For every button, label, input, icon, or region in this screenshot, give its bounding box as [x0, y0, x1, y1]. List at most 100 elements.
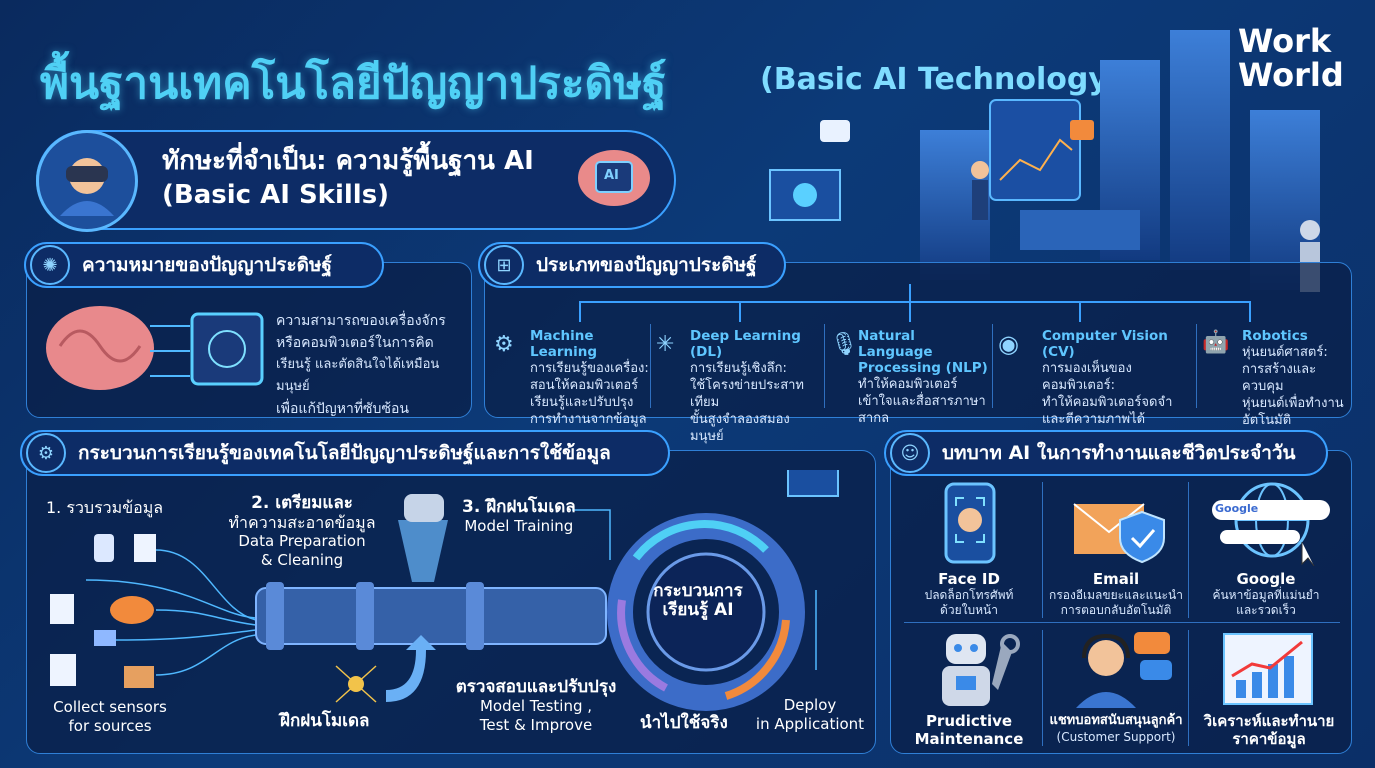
role-name: Email	[1092, 570, 1140, 588]
cycle-arrow-purple	[617, 599, 668, 692]
type-name: Deep Learning (DL)	[690, 328, 801, 360]
role-name: แชทบอทสนับสนุนลูกค้า	[1049, 713, 1183, 728]
step-1-english-line-1: Collect sensors	[53, 698, 167, 716]
cycle-arrow-cyan	[632, 520, 769, 561]
role-divider	[1042, 630, 1043, 746]
test-improve-label: ตรวจสอบและปรับปรุง Model Testing , Test …	[450, 678, 622, 735]
role-predictive-maintenance: Prudictive Maintenance	[904, 712, 1034, 748]
type-desc-line: ขั้นสูงจำลองสมองมนุษย์	[690, 412, 790, 444]
type-desc-line: เรียนรู้และปรับปรุง	[530, 395, 634, 410]
train-model-label: ฝึกฝนโมเดล	[280, 711, 370, 731]
brain-outline-icon: ✺	[30, 245, 70, 285]
monitor-screen	[989, 99, 1081, 201]
camera-icon	[94, 630, 116, 646]
type-desc-line: หุ่นยนต์ศาสตร์:	[1242, 345, 1328, 360]
roles-heading: บทบาท AI ในการทำงานและชีวิตประจำวัน	[942, 442, 1296, 464]
type-name: Natural Language Processing (NLP)	[858, 328, 988, 376]
role-desc-line: กรองอีเมลขยะและแนะนำ	[1049, 588, 1183, 602]
brain-circuit-illustration	[46, 306, 264, 390]
type-desc-line: อัตโนมัติ	[1242, 413, 1292, 428]
role-email: Email กรองอีเมลขยะและแนะนำ การตอบกลับอัต…	[1048, 570, 1184, 618]
role-desc-line: ค้นหาข้อมูลที่แม่นยำ	[1212, 588, 1320, 602]
type-desc-line: การสร้างและควบคุม	[1242, 362, 1317, 394]
meaning-line-4: เพื่อแก้ปัญหาที่ซับซ้อน	[276, 401, 409, 417]
database-icon	[94, 534, 114, 562]
step-2-line-1: 2. เตรียมและ	[251, 493, 353, 513]
type-desc-line: ทำให้คอมพิวเตอร์	[858, 377, 958, 392]
meaning-line-2: หรือคอมพิวเตอร์ในการคิด	[276, 335, 434, 351]
cycle-center-label: กระบวนการ เรียนรู้ AI	[638, 582, 758, 620]
role-google: Google ค้นหาข้อมูลที่แม่นยำ และรวดเร็ว	[1196, 570, 1336, 618]
building-2	[1170, 30, 1230, 270]
role-analytics: วิเคราะห์และทำนาย ราคาข้อมูล	[1196, 712, 1342, 748]
chat-bubble	[820, 120, 850, 142]
support-agent-icon	[1076, 632, 1172, 708]
data-flow-lines	[85, 549, 257, 676]
meaning-heading-pill: ✺ ความหมายของปัญญาประดิษฐ์	[24, 242, 384, 288]
vr-avatar	[36, 130, 138, 232]
gear-brain-icon: ⚙	[26, 433, 66, 473]
up-arrow	[386, 635, 436, 702]
process-heading-pill: ⚙ กระบวนการเรียนรู้ของเทคโนโลยีปัญญาประด…	[20, 430, 670, 476]
type-divider	[824, 324, 825, 408]
cloud-icon	[110, 596, 154, 624]
role-name: วิเคราะห์และทำนาย ราคาข้อมูล	[1203, 712, 1335, 748]
step-3-label: 3. ฝึกฝนโมเดล Model Training	[462, 498, 576, 536]
role-divider	[1188, 482, 1189, 618]
step-3-english: Model Training	[464, 517, 574, 535]
types-panel	[484, 262, 1352, 418]
gears-icon: ⚙	[494, 332, 514, 357]
data-pipe	[255, 587, 607, 645]
test-thai: ตรวจสอบและปรับปรุง	[455, 677, 617, 697]
role-name: Prudictive Maintenance	[914, 712, 1024, 748]
skill-title-line-2: (Basic AI Skills)	[162, 180, 390, 210]
brand-line-2: World	[1238, 56, 1344, 94]
clipboard-icon	[50, 654, 76, 686]
globe-search-icon	[1212, 482, 1330, 566]
brain-chip-label: AI	[604, 168, 619, 183]
type-desc-line: เข้าใจและสื่อสารภาษาสากล	[858, 394, 986, 426]
role-desc-line: และรวดเร็ว	[1236, 603, 1296, 617]
microphone-icon: 🎙	[830, 332, 858, 357]
meaning-text: ความสามารถของเครื่องจักร หรือคอมพิวเตอร์…	[276, 310, 466, 420]
office-desk	[1020, 210, 1140, 250]
pipe-flange	[356, 582, 374, 650]
robot-wrench-icon	[942, 634, 1020, 706]
type-divider	[650, 324, 651, 408]
step-1-english: Collect sensors for sources	[40, 698, 180, 736]
role-desc-line: ด้วยใบหน้า	[940, 603, 998, 617]
deploy-line-1: Deploy	[783, 696, 837, 714]
test-english-1: Model Testing ,	[479, 697, 593, 715]
type-deep-learning: ✳ Deep Learning (DL) การเรียนรู้เชิงลึก:…	[656, 328, 822, 445]
person-head	[971, 161, 989, 179]
step-2-line-2: ทำความสะอาดข้อมูล	[228, 513, 376, 532]
type-name: Computer Vision (CV)	[1042, 328, 1168, 360]
type-desc-line: ใช้โครงข่ายประสาทเทียม	[690, 378, 805, 410]
brand-logo: Work World	[1238, 24, 1344, 92]
analytics-chart-icon	[1223, 633, 1313, 705]
test-english-2: Test & Improve	[479, 716, 593, 734]
page-title: พื้นฐานเทคโนโลยีปัญญาประดิษฐ์	[40, 58, 667, 109]
role-divider	[1042, 482, 1043, 618]
type-computer-vision: ◉ Computer Vision (CV) การมองเห็นของคอมพ…	[998, 328, 1194, 428]
roles-heading-pill: ☺ บทบาท AI ในการทำงานและชีวิตประจำวัน	[884, 430, 1328, 476]
box-icon	[124, 666, 154, 688]
file-icon	[50, 594, 74, 624]
type-desc-line: หุ่นยนต์เพื่อทำงาน	[1242, 396, 1344, 411]
step-2-english-1: Data Preparation	[238, 532, 366, 550]
cycle-center	[646, 552, 766, 672]
skill-title-line-1: ทักษะที่จำเป็น: ความรู้พื้นฐาน AI	[162, 146, 534, 176]
database-stack-icon	[404, 494, 444, 522]
monitor-chart-line	[999, 138, 1073, 181]
worker-icon: ☺	[890, 433, 930, 473]
role-row-divider	[904, 622, 1340, 623]
role-desc-line: การตอบกลับอัตโนมัติ	[1060, 603, 1172, 617]
search-bar-text: Google	[1215, 502, 1259, 515]
hero-illustration	[769, 30, 1320, 292]
step-2-label: 2. เตรียมและ ทำความสะอาดข้อมูล Data Prep…	[222, 494, 382, 570]
type-desc-line: สอนให้คอมพิวเตอร์	[530, 378, 639, 393]
cycle-line-2: เรียนรู้ AI	[662, 600, 734, 620]
process-heading: กระบวนการเรียนรู้ของเทคโนโลยีปัญญาประดิษ…	[78, 442, 611, 464]
deploy-line-2: in Applicationt	[755, 715, 865, 733]
meaning-line-3: เรียนรู้ และตัดสินใจได้เหมือนมนุษย์	[276, 357, 440, 394]
